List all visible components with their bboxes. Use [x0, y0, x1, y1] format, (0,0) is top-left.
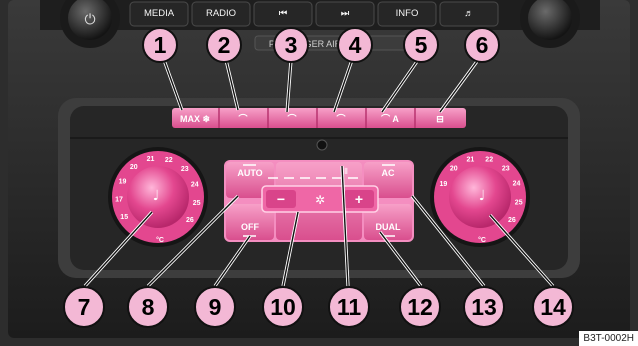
svg-text:2: 2: [218, 32, 231, 58]
callout-10: 10: [263, 287, 303, 327]
power-icon: ⏻: [84, 12, 95, 28]
left-dial-scale-label: 26: [186, 217, 194, 224]
callout-9: 9: [195, 287, 235, 327]
callout-4: 4: [338, 28, 372, 62]
svg-text:7: 7: [78, 294, 91, 320]
top-button-row: [172, 108, 466, 128]
left-dial-scale-label: 25: [193, 200, 201, 207]
max-defrost-button[interactable]: MAX ❄: [180, 114, 210, 124]
auto-label: AUTO: [237, 168, 262, 178]
left-dial-scale-label: 23: [181, 166, 189, 173]
right-dial-scale-label: 22: [485, 157, 493, 164]
right-dial-scale-label: 21: [467, 157, 475, 164]
callout-12: 12: [400, 287, 440, 327]
prev-label: ⏮: [279, 8, 288, 19]
left-dial-scale-label: 19: [119, 178, 127, 185]
callout-14: 14: [533, 287, 573, 327]
fan-plus-icon: +: [355, 191, 363, 207]
svg-text:4: 4: [349, 32, 362, 58]
svg-text:12: 12: [407, 294, 433, 320]
image-reference-code: B3T-0002H: [579, 331, 638, 346]
svg-text:13: 13: [471, 294, 497, 320]
svg-text:10: 10: [270, 294, 296, 320]
fan-icon: ✲: [315, 193, 325, 207]
right-dial-scale-label: 19: [440, 181, 448, 188]
right-dial-scale-label: 26: [508, 217, 516, 224]
right-knob-grip-icon: ♩: [479, 188, 486, 204]
left-dial-scale-label: 20: [130, 164, 138, 171]
fan-minus-icon: −: [277, 191, 285, 207]
off-label: OFF: [241, 222, 259, 232]
sound-label: ♬: [464, 8, 474, 19]
callout-2: 2: [207, 28, 241, 62]
right-dial-scale-label: 25: [515, 199, 523, 206]
callout-3: 3: [274, 28, 308, 62]
left-dial-scale-label: 17: [115, 196, 123, 203]
svg-text:1: 1: [154, 32, 167, 58]
left-knob-grip-icon: ♩: [153, 188, 160, 204]
left-dial-scale-label: 24: [191, 182, 199, 189]
recirculation-button[interactable]: ⌒ A: [380, 113, 399, 124]
svg-text:8: 8: [142, 294, 155, 320]
left-dial-scale-label: 22: [165, 157, 173, 164]
callout-5: 5: [404, 28, 438, 62]
left-dial-scale-label: 15: [120, 214, 128, 221]
svg-text:3: 3: [285, 32, 298, 58]
sensor-icon: [317, 140, 327, 150]
recirc-indicator-icon: ⦀: [344, 167, 348, 176]
left-dial-scale-label: 21: [147, 156, 155, 163]
radio-label: RADIO: [206, 8, 236, 19]
callout-13: 13: [464, 287, 504, 327]
left-dial-unit: °C: [156, 236, 164, 244]
air-to-upper-body-button[interactable]: ⌒: [286, 113, 297, 124]
svg-text:5: 5: [415, 32, 428, 58]
callout-8: 8: [128, 287, 168, 327]
air-to-windscreen-button[interactable]: ⌒: [237, 113, 248, 124]
ac-label: AC: [382, 168, 395, 178]
svg-text:11: 11: [337, 294, 362, 320]
right-dial-scale-label: 23: [502, 165, 510, 172]
svg-text:9: 9: [209, 294, 222, 320]
callout-7: 7: [64, 287, 104, 327]
right-dial-unit: °C: [478, 236, 486, 244]
svg-text:6: 6: [476, 32, 489, 58]
right-dial-scale-label: 24: [513, 181, 521, 188]
dual-label: DUAL: [376, 222, 401, 232]
air-to-footwell-button[interactable]: ⌒: [335, 113, 346, 124]
callout-1: 1: [143, 28, 177, 62]
right-dial-scale-label: 20: [450, 166, 458, 173]
info-label: INFO: [396, 8, 419, 19]
next-label: ⏭: [341, 8, 350, 19]
callout-6: 6: [465, 28, 499, 62]
media-label: MEDIA: [144, 8, 175, 19]
callout-11: 11: [329, 287, 369, 327]
svg-text:14: 14: [540, 294, 566, 320]
rear-window-heater-button[interactable]: ⊟: [436, 114, 444, 124]
